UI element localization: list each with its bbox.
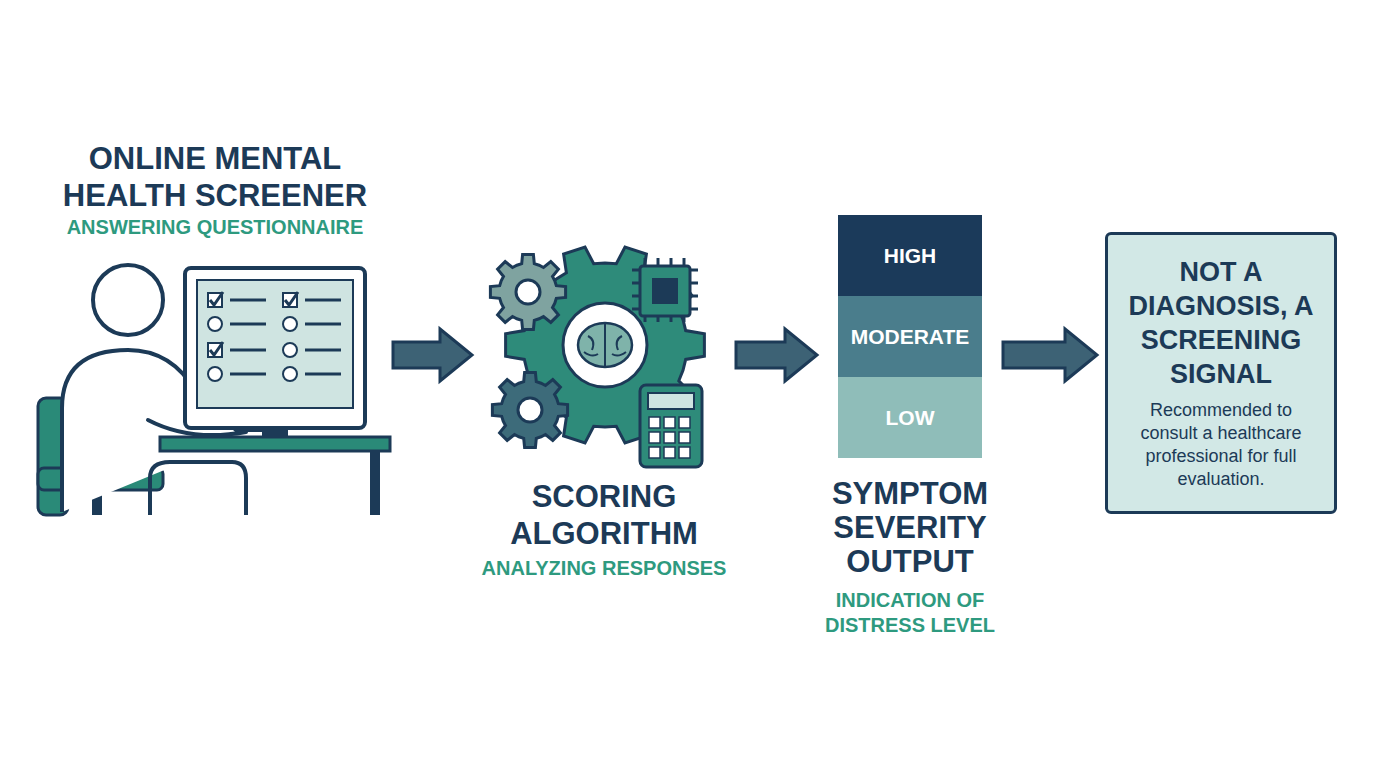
calculator-key (679, 417, 690, 428)
desk-leg (370, 451, 380, 515)
text-line (230, 323, 266, 326)
checkbox (208, 293, 222, 307)
band-label: LOW (886, 406, 935, 430)
radio-circle (208, 367, 222, 381)
small-gear (492, 372, 567, 447)
calculator-key (649, 417, 660, 428)
disclaimer-box: NOT A DIAGNOSIS, A SCREENING SIGNALRecom… (1105, 232, 1337, 514)
gear-hole (516, 280, 540, 304)
calculator-key (664, 432, 675, 443)
gear-hub (563, 303, 647, 387)
text-line (305, 299, 341, 302)
check-mark (210, 292, 223, 305)
calculator-key (679, 447, 690, 458)
monitor-screen (197, 280, 353, 408)
chip-icon (640, 266, 690, 316)
flow-arrow (736, 329, 817, 381)
calculator-key (664, 417, 675, 428)
checklist-icon (208, 292, 341, 381)
chip-core (652, 278, 678, 304)
stage-subtitle: INDICATION OF DISTRESS LEVEL (810, 588, 1010, 638)
calculator-display (648, 393, 694, 409)
desk-top (160, 437, 390, 451)
radio-circle (208, 317, 222, 331)
stage-title: SCORING ALGORITHM (480, 478, 728, 552)
screener-stage: ONLINE MENTAL HEALTH SCREENERANSWERING Q… (40, 140, 385, 520)
brain-icon (578, 323, 632, 367)
brain-folds (584, 324, 626, 367)
calculator-key (649, 447, 660, 458)
severity-band: LOW (838, 377, 982, 458)
person-legs (150, 462, 246, 515)
text-line (230, 299, 266, 302)
severity-stage: SYMPTOM SEVERITY OUTPUTINDICATION OF DIS… (825, 215, 995, 635)
disclaimer-body: Recommended to consult a healthcare prof… (1129, 399, 1314, 491)
stage-subtitle: ANSWERING QUESTIONNAIRE (50, 215, 380, 240)
text-line (230, 373, 266, 376)
arrow-shape (1003, 329, 1097, 381)
stage-title: SYMPTOM SEVERITY OUTPUT (820, 477, 1000, 579)
arrow-shape (736, 329, 817, 381)
checkbox (208, 343, 222, 357)
check-mark (210, 342, 223, 355)
band-label: MODERATE (851, 325, 970, 349)
text-line (305, 349, 341, 352)
check-mark (285, 292, 298, 305)
band-label: HIGH (884, 244, 937, 268)
severity-band: HIGH (838, 215, 982, 296)
text-line (305, 323, 341, 326)
algorithm-icon (490, 247, 704, 467)
radio-circle (283, 343, 297, 357)
person-head (93, 265, 163, 335)
algorithm-stage: SCORING ALGORITHMANALYZING RESPONSES (480, 240, 728, 585)
text-line (230, 349, 266, 352)
stage-title: ONLINE MENTAL HEALTH SCREENER (50, 140, 380, 214)
stage-subtitle: ANALYZING RESPONSES (460, 556, 748, 581)
calculator-icon (640, 385, 702, 467)
monitor-frame (185, 268, 365, 428)
text-line (305, 373, 341, 376)
flow-arrow (1003, 329, 1097, 381)
small-gear (490, 254, 565, 329)
checkbox (283, 293, 297, 307)
calculator-key (649, 432, 660, 443)
flow-arrow (393, 329, 472, 381)
arrow-shape (393, 329, 472, 381)
radio-circle (283, 317, 297, 331)
calculator-key (664, 447, 675, 458)
severity-band: MODERATE (838, 296, 982, 377)
gear-hole (518, 398, 542, 422)
disclaimer-title: NOT A DIAGNOSIS, A SCREENING SIGNAL (1109, 255, 1334, 391)
radio-circle (283, 367, 297, 381)
calculator-key (679, 432, 690, 443)
